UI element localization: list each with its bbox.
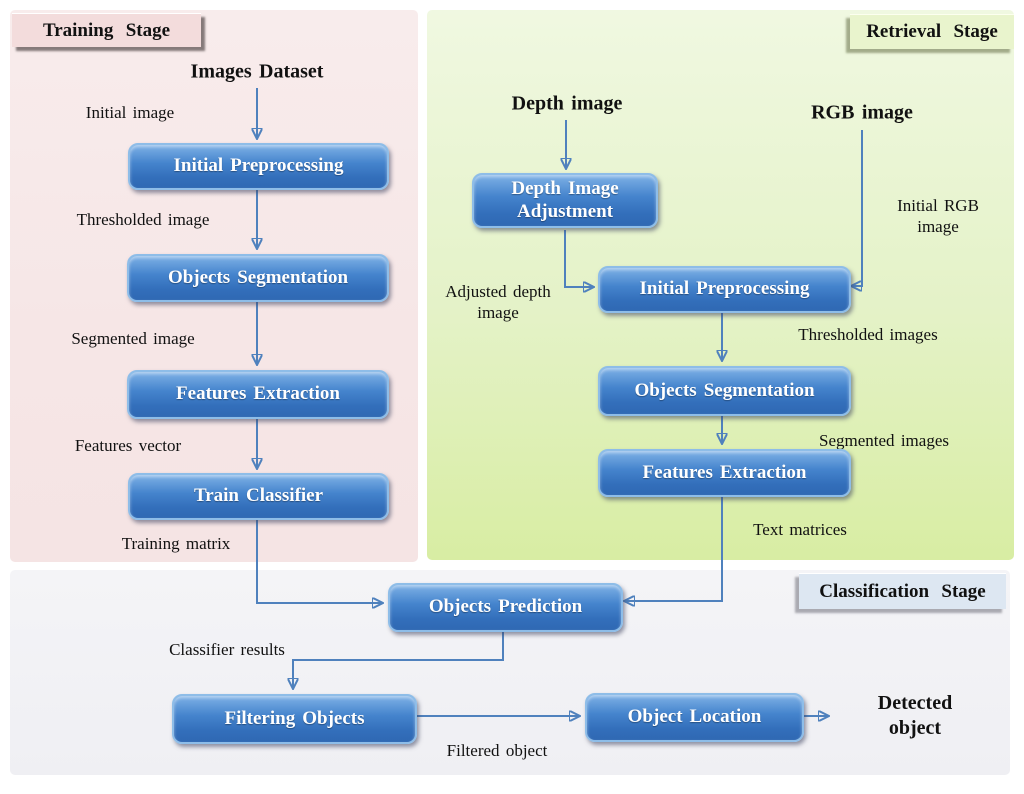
edge-label-segmented-image: Segmented image bbox=[71, 329, 195, 348]
images-dataset-label: Images Dataset bbox=[190, 60, 324, 83]
edge-label-segmented-images: Segmented images bbox=[819, 431, 949, 450]
box-features-extraction-retrieval: Features Extraction bbox=[598, 449, 851, 497]
rgb-image-label: RGB image bbox=[811, 101, 913, 124]
edge-label-initial-rgb-image: Initial RGB image bbox=[897, 195, 979, 236]
arrow-rgbimage-to-preprocessing bbox=[852, 130, 863, 286]
box-object-location: Object Location bbox=[585, 693, 804, 742]
arrow-classifier-to-prediction bbox=[256, 518, 382, 603]
edge-label-text-matrices: Text matrices bbox=[753, 520, 847, 539]
retrieval-stage-label: Retrieval Stage bbox=[850, 14, 1014, 49]
depth-image-label: Depth image bbox=[511, 92, 623, 115]
edge-label-thresholded-image: Thresholded image bbox=[76, 210, 210, 229]
box-objects-prediction: Objects Prediction bbox=[388, 583, 623, 632]
box-objects-segmentation: Objects Segmentation bbox=[127, 254, 389, 302]
arrow-extraction2-to-prediction bbox=[625, 495, 723, 601]
edge-label-filtered-object: Filtered object bbox=[446, 741, 548, 760]
box-initial-preprocessing: Initial Preprocessing bbox=[128, 143, 389, 190]
box-features-extraction: Features Extraction bbox=[127, 370, 389, 419]
detected-object-label: Detected object bbox=[877, 692, 953, 739]
arrow-adjustment-to-preprocessing bbox=[564, 230, 593, 287]
box-train-classifier: Train Classifier bbox=[128, 473, 389, 520]
training-stage-label: Training Stage bbox=[12, 13, 201, 47]
edge-label-classifier-results: Classifier results bbox=[169, 640, 285, 659]
edge-label-initial-image: Initial image bbox=[85, 103, 175, 122]
box-depth-image-adjustment: Depth Image Adjustment bbox=[472, 173, 658, 228]
box-initial-preprocessing-retrieval: Initial Preprocessing bbox=[598, 266, 851, 313]
edge-label-features-vector: Features vector bbox=[74, 436, 182, 455]
arrow-prediction-to-filtering bbox=[293, 630, 504, 688]
box-filtering-objects: Filtering Objects bbox=[172, 694, 417, 744]
edge-label-training-matrix: Training matrix bbox=[121, 534, 231, 553]
box-objects-segmentation-retrieval: Objects Segmentation bbox=[598, 366, 851, 416]
edge-label-thresholded-images: Thresholded images bbox=[798, 325, 938, 344]
classification-stage-label: Classification Stage bbox=[799, 573, 1006, 609]
edge-label-adjusted-depth-image: Adjusted depth image bbox=[445, 281, 551, 322]
